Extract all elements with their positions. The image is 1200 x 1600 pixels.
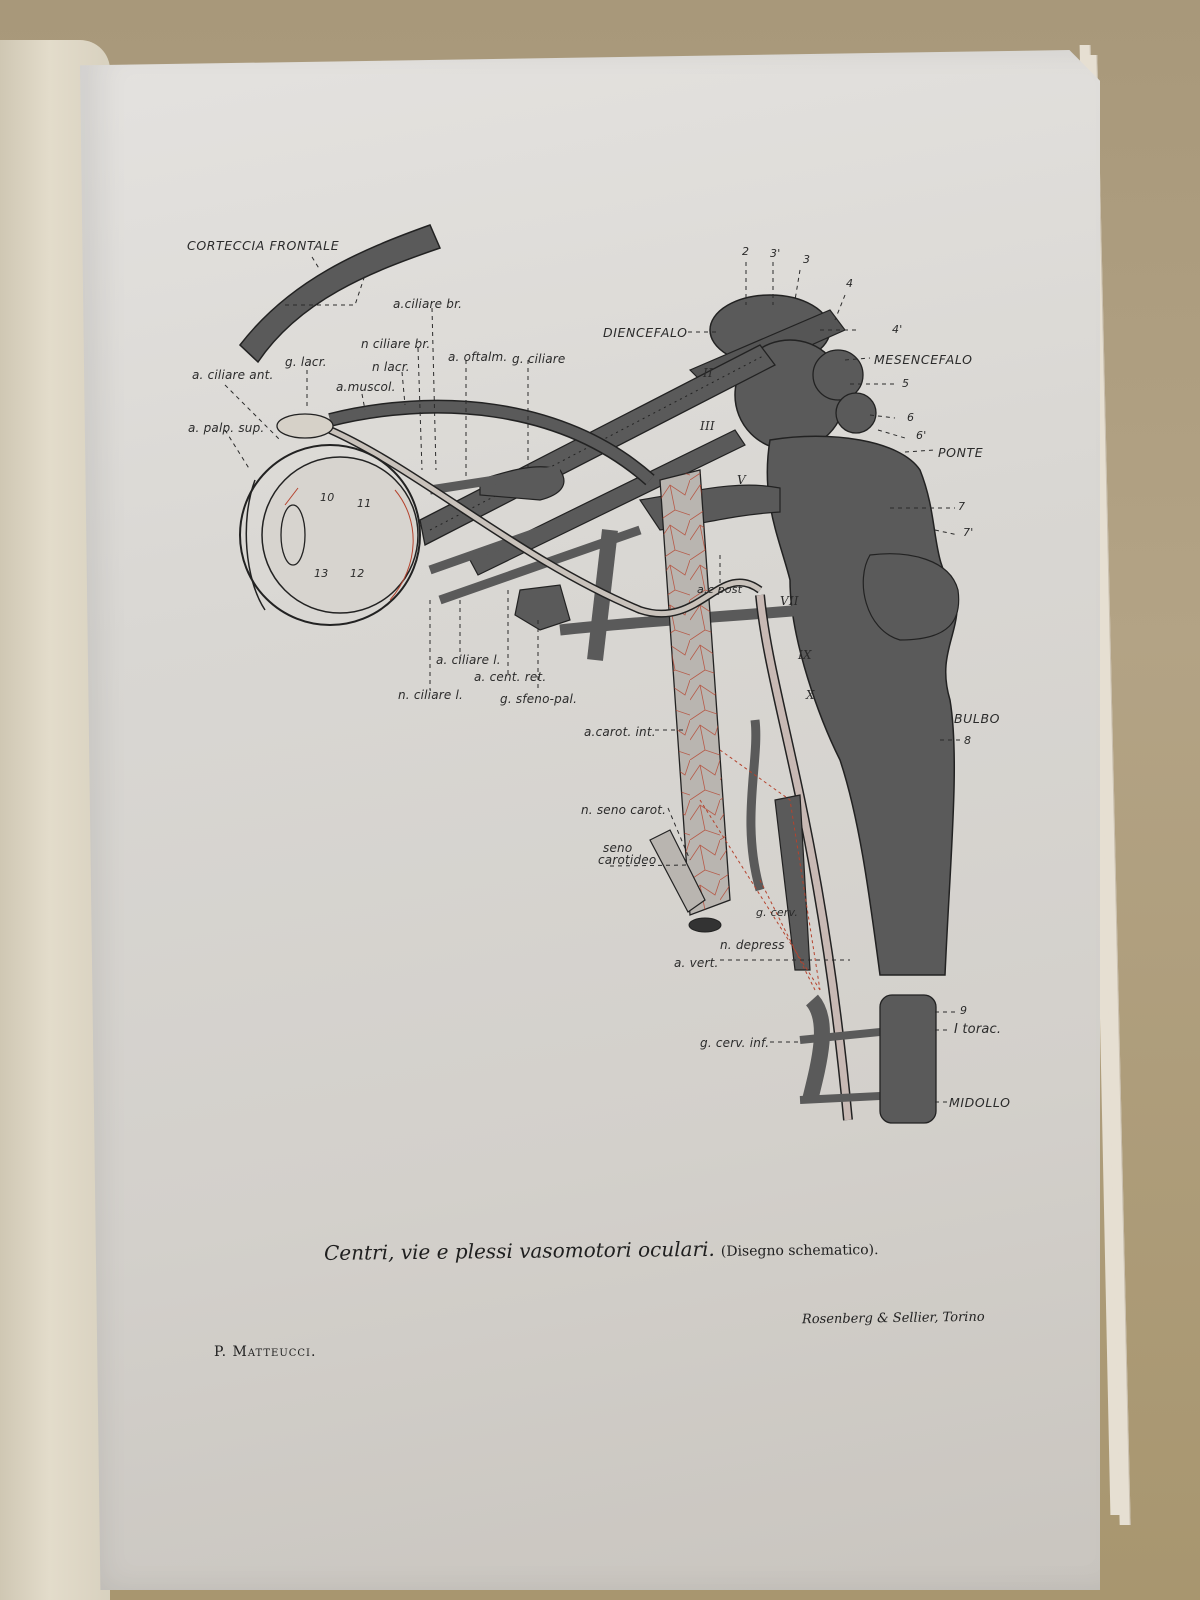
label-n-ciliare-l: n. ciliare l.: [398, 688, 464, 702]
marker-7: 7: [958, 500, 966, 513]
marker-10: 10: [320, 491, 335, 504]
caption-title: Centri, vie e plessi vasomotori oculari.: [323, 1236, 715, 1265]
label-a-vert: a. vert.: [674, 956, 719, 970]
label-a-cent-ret: a. cent. ret.: [474, 670, 547, 684]
spinal-cord: [879, 994, 937, 1124]
label-n-seno-carot: n. seno carot.: [581, 803, 667, 817]
label-nerve-vii: VII: [780, 594, 799, 608]
label-n-lacr: n lacr.: [372, 360, 410, 374]
label-g-sfeno-pal: g. sfeno-pal.: [500, 692, 578, 706]
marker-6: 6: [907, 411, 915, 424]
label-mesencefalo: MESENCEFALO: [874, 352, 973, 367]
label-g-lacr: g. lacr.: [285, 355, 327, 369]
marker-4-prime: 4': [892, 323, 903, 336]
frontal-cortex: [238, 224, 442, 364]
marker-5: 5: [902, 377, 910, 390]
label-i-torac: I torac.: [954, 1022, 1002, 1037]
marker-7-prime: 7': [963, 526, 974, 539]
label-ponte: PONTE: [938, 445, 984, 460]
label-nerve-ix: IX: [798, 648, 812, 662]
label-a-carot-int: a.carot. int.: [584, 725, 656, 739]
label-nerve-iii: III: [700, 419, 715, 433]
marker-3: 3: [803, 253, 811, 266]
label-g-ciliare: g. ciliare: [512, 352, 566, 366]
label-nerve-v: V: [737, 473, 746, 487]
label-n-depress: n. depress: [720, 938, 785, 952]
label-nerve-x: X: [806, 688, 815, 702]
label-n-ciliare-br: n ciliare br.: [361, 337, 431, 351]
label-seno: seno: [603, 841, 633, 855]
label-diencefalo: DIENCEFALO: [603, 325, 688, 340]
sphenopalatine-ganglion: [514, 584, 571, 631]
label-a-c-post: a.c post: [697, 583, 743, 596]
label-a-muscol: a.muscol.: [336, 380, 396, 394]
caption-subtitle: (Disegno schematico).: [720, 1242, 879, 1260]
label-a-ciliare-br: a.ciliare br.: [393, 297, 463, 311]
cervical-ganglion: [774, 794, 811, 971]
label-g-cerv: g. cerv.: [756, 906, 799, 919]
marker-13: 13: [314, 567, 329, 580]
label-carotideo: carotideo: [598, 853, 657, 867]
marker-8: 8: [964, 734, 972, 747]
label-a-palp-sup: a. palp. sup.: [188, 421, 265, 435]
label-a-ciliare-ant: a. ciliare ant.: [192, 368, 274, 382]
marker-4: 4: [846, 277, 854, 290]
publisher-credit: Rosenberg & Sellier, Torino: [801, 1309, 985, 1328]
label-a-oftalm: a. oftalm.: [448, 350, 508, 364]
author-credit: P. Matteucci.: [214, 1344, 317, 1360]
label-midollo: MIDOLLO: [949, 1095, 1011, 1110]
label-a-ciliare-l: a. ciliare l.: [436, 653, 501, 667]
lacrimal-gland: [276, 413, 334, 439]
label-nerve-ii: II: [703, 366, 713, 380]
marker-12: 12: [350, 567, 365, 580]
eyeball: [239, 413, 421, 626]
marker-11: 11: [357, 497, 372, 510]
marker-6-prime: 6': [916, 429, 927, 442]
label-g-cerv-inf: g. cerv. inf.: [700, 1036, 770, 1050]
label-bulbo: BULBO: [954, 711, 1001, 726]
marker-9: 9: [960, 1004, 968, 1017]
label-corteccia-frontale: CORTECCIA FRONTALE: [187, 238, 340, 253]
marker-3-prime: 3': [770, 247, 781, 260]
marker-2: 2: [742, 245, 750, 258]
